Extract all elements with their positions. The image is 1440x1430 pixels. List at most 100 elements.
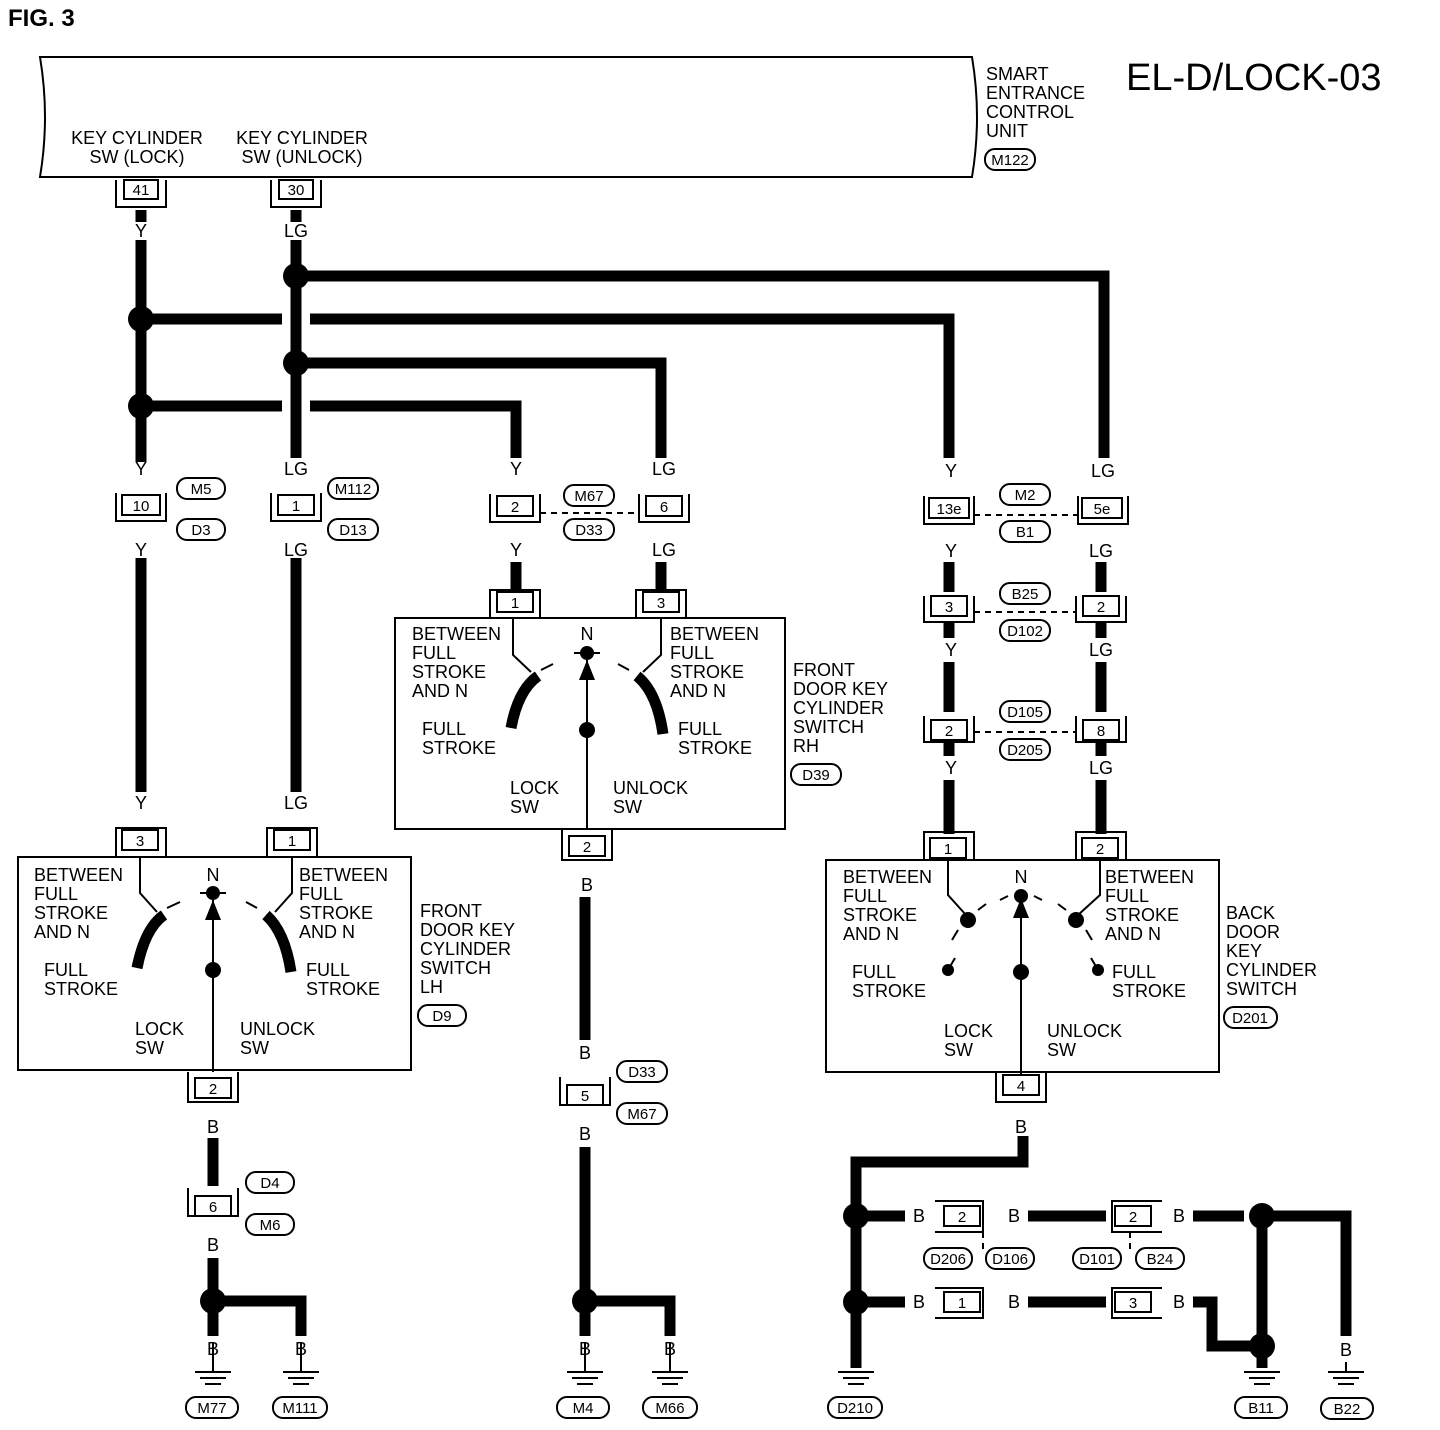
svg-text:3: 3: [657, 595, 665, 612]
joint-lh-lg: 1: [270, 493, 322, 522]
svg-text:5e: 5e: [1094, 501, 1111, 518]
ground-d210: D210: [827, 1371, 883, 1419]
svg-text:STROKE: STROKE: [678, 738, 752, 758]
connector-tag-d3: D3: [176, 518, 226, 541]
svg-text:STROKE: STROKE: [44, 979, 118, 999]
svg-text:LG: LG: [1089, 758, 1113, 778]
svg-text:STROKE: STROKE: [299, 903, 373, 923]
svg-text:B25: B25: [1012, 586, 1039, 603]
svg-text:LG: LG: [1089, 541, 1113, 561]
connector-dashed-links: [540, 512, 1078, 733]
svg-text:1: 1: [288, 833, 296, 850]
svg-text:SW: SW: [613, 797, 642, 817]
svg-text:BETWEEN: BETWEEN: [412, 624, 501, 644]
svg-text:SW (LOCK): SW (LOCK): [89, 147, 184, 167]
svg-text:B: B: [850, 1246, 862, 1266]
svg-text:FULL: FULL: [412, 643, 456, 663]
svg-text:1: 1: [958, 1295, 966, 1312]
svg-text:SWITCH: SWITCH: [420, 958, 491, 978]
svg-text:SMART: SMART: [986, 64, 1049, 84]
svg-text:LG: LG: [652, 540, 676, 560]
connector-tag-m5: M5: [176, 477, 226, 500]
svg-text:FULL: FULL: [678, 719, 722, 739]
svg-text:2: 2: [511, 499, 519, 516]
svg-text:Y: Y: [135, 221, 147, 241]
svg-text:2: 2: [1097, 599, 1105, 616]
svg-text:M66: M66: [655, 1400, 684, 1417]
svg-text:2: 2: [958, 1209, 966, 1226]
joint-rh-lg: 6: [638, 494, 690, 523]
svg-text:M67: M67: [627, 1106, 656, 1123]
control-unit-connector: M122: [984, 148, 1036, 171]
svg-text:4: 4: [1017, 1078, 1025, 1095]
svg-text:B: B: [913, 1206, 925, 1226]
svg-text:BETWEEN: BETWEEN: [1105, 867, 1194, 887]
svg-text:STROKE: STROKE: [1105, 905, 1179, 925]
joint-back-lg1: 5e: [1077, 496, 1129, 525]
svg-text:D105: D105: [1007, 704, 1043, 721]
svg-text:LG: LG: [652, 459, 676, 479]
svg-text:M111: M111: [282, 1400, 317, 1417]
svg-text:B: B: [1173, 1206, 1185, 1226]
svg-text:8: 8: [1097, 723, 1105, 740]
svg-text:ENTRANCE: ENTRANCE: [986, 83, 1085, 103]
svg-text:SW: SW: [944, 1040, 973, 1060]
svg-text:RH: RH: [793, 736, 819, 756]
svg-text:SW: SW: [1047, 1040, 1076, 1060]
splice-dots: [128, 263, 1275, 1359]
svg-text:KEY CYLINDER: KEY CYLINDER: [236, 128, 368, 148]
svg-text:FULL: FULL: [852, 962, 896, 982]
svg-text:5: 5: [581, 1088, 589, 1105]
svg-text:BETWEEN: BETWEEN: [299, 865, 388, 885]
svg-text:D33: D33: [628, 1064, 656, 1081]
svg-text:Y: Y: [945, 640, 957, 660]
svg-text:BACK: BACK: [1226, 903, 1275, 923]
svg-text:Y: Y: [945, 758, 957, 778]
svg-text:UNIT: UNIT: [986, 121, 1028, 141]
svg-text:FULL: FULL: [1105, 886, 1149, 906]
svg-text:2: 2: [1096, 841, 1104, 858]
svg-text:AND N: AND N: [34, 922, 90, 942]
control-unit-box: [38, 56, 978, 178]
connector-tag-d102: D102: [999, 619, 1051, 642]
svg-text:Y: Y: [510, 459, 522, 479]
joint-back-y2: 3: [923, 595, 975, 623]
joint-back-lg3: 8: [1075, 716, 1127, 743]
svg-text:FULL: FULL: [34, 884, 78, 904]
svg-text:BETWEEN: BETWEEN: [670, 624, 759, 644]
svg-text:CYLINDER: CYLINDER: [420, 939, 511, 959]
svg-text:STROKE: STROKE: [852, 981, 926, 1001]
svg-text:FULL: FULL: [299, 884, 343, 904]
switch-lh: 3 1 BETWEEN FULL STROKE AND N BETWEEN FU…: [17, 827, 412, 1103]
svg-text:B: B: [913, 1292, 925, 1312]
svg-text:D9: D9: [432, 1008, 451, 1025]
svg-text:FULL: FULL: [670, 643, 714, 663]
svg-text:M5: M5: [191, 481, 212, 498]
terminal-unlock-label: KEY CYLINDER SW (UNLOCK): [236, 128, 368, 167]
svg-text:M77: M77: [197, 1400, 226, 1417]
svg-text:FULL: FULL: [843, 886, 887, 906]
svg-text:LG: LG: [284, 459, 308, 479]
svg-text:SWITCH: SWITCH: [1226, 979, 1297, 999]
svg-text:2: 2: [209, 1081, 217, 1098]
connector-tag-m2: M2: [999, 483, 1051, 506]
svg-text:1: 1: [292, 498, 300, 515]
wire-color-labels: Y LG Y LG Y LG Y LG Y LG Y LG Y LG Y LG …: [135, 221, 1352, 1360]
switch-back-label: BACK DOOR KEY CYLINDER SWITCH D201: [1223, 903, 1317, 1029]
svg-text:FULL: FULL: [1112, 962, 1156, 982]
ground-m111: M111: [272, 1342, 328, 1419]
ground-b22: B22: [1320, 1362, 1374, 1420]
page-code: EL-D/LOCK-03: [1126, 57, 1382, 99]
switch-lh-label: FRONT DOOR KEY CYLINDER SWITCH LH D9: [417, 901, 515, 1027]
svg-text:B: B: [1008, 1206, 1020, 1226]
joint-lh-y: 10: [115, 493, 167, 522]
svg-text:STROKE: STROKE: [412, 662, 486, 682]
svg-text:SW (UNLOCK): SW (UNLOCK): [242, 147, 363, 167]
svg-text:STROKE: STROKE: [1112, 981, 1186, 1001]
connector-tag-d13: D13: [327, 518, 379, 541]
ground-m4: M4: [556, 1342, 610, 1419]
svg-text:Y: Y: [945, 461, 957, 481]
svg-text:B: B: [1008, 1292, 1020, 1312]
svg-text:Y: Y: [135, 459, 147, 479]
